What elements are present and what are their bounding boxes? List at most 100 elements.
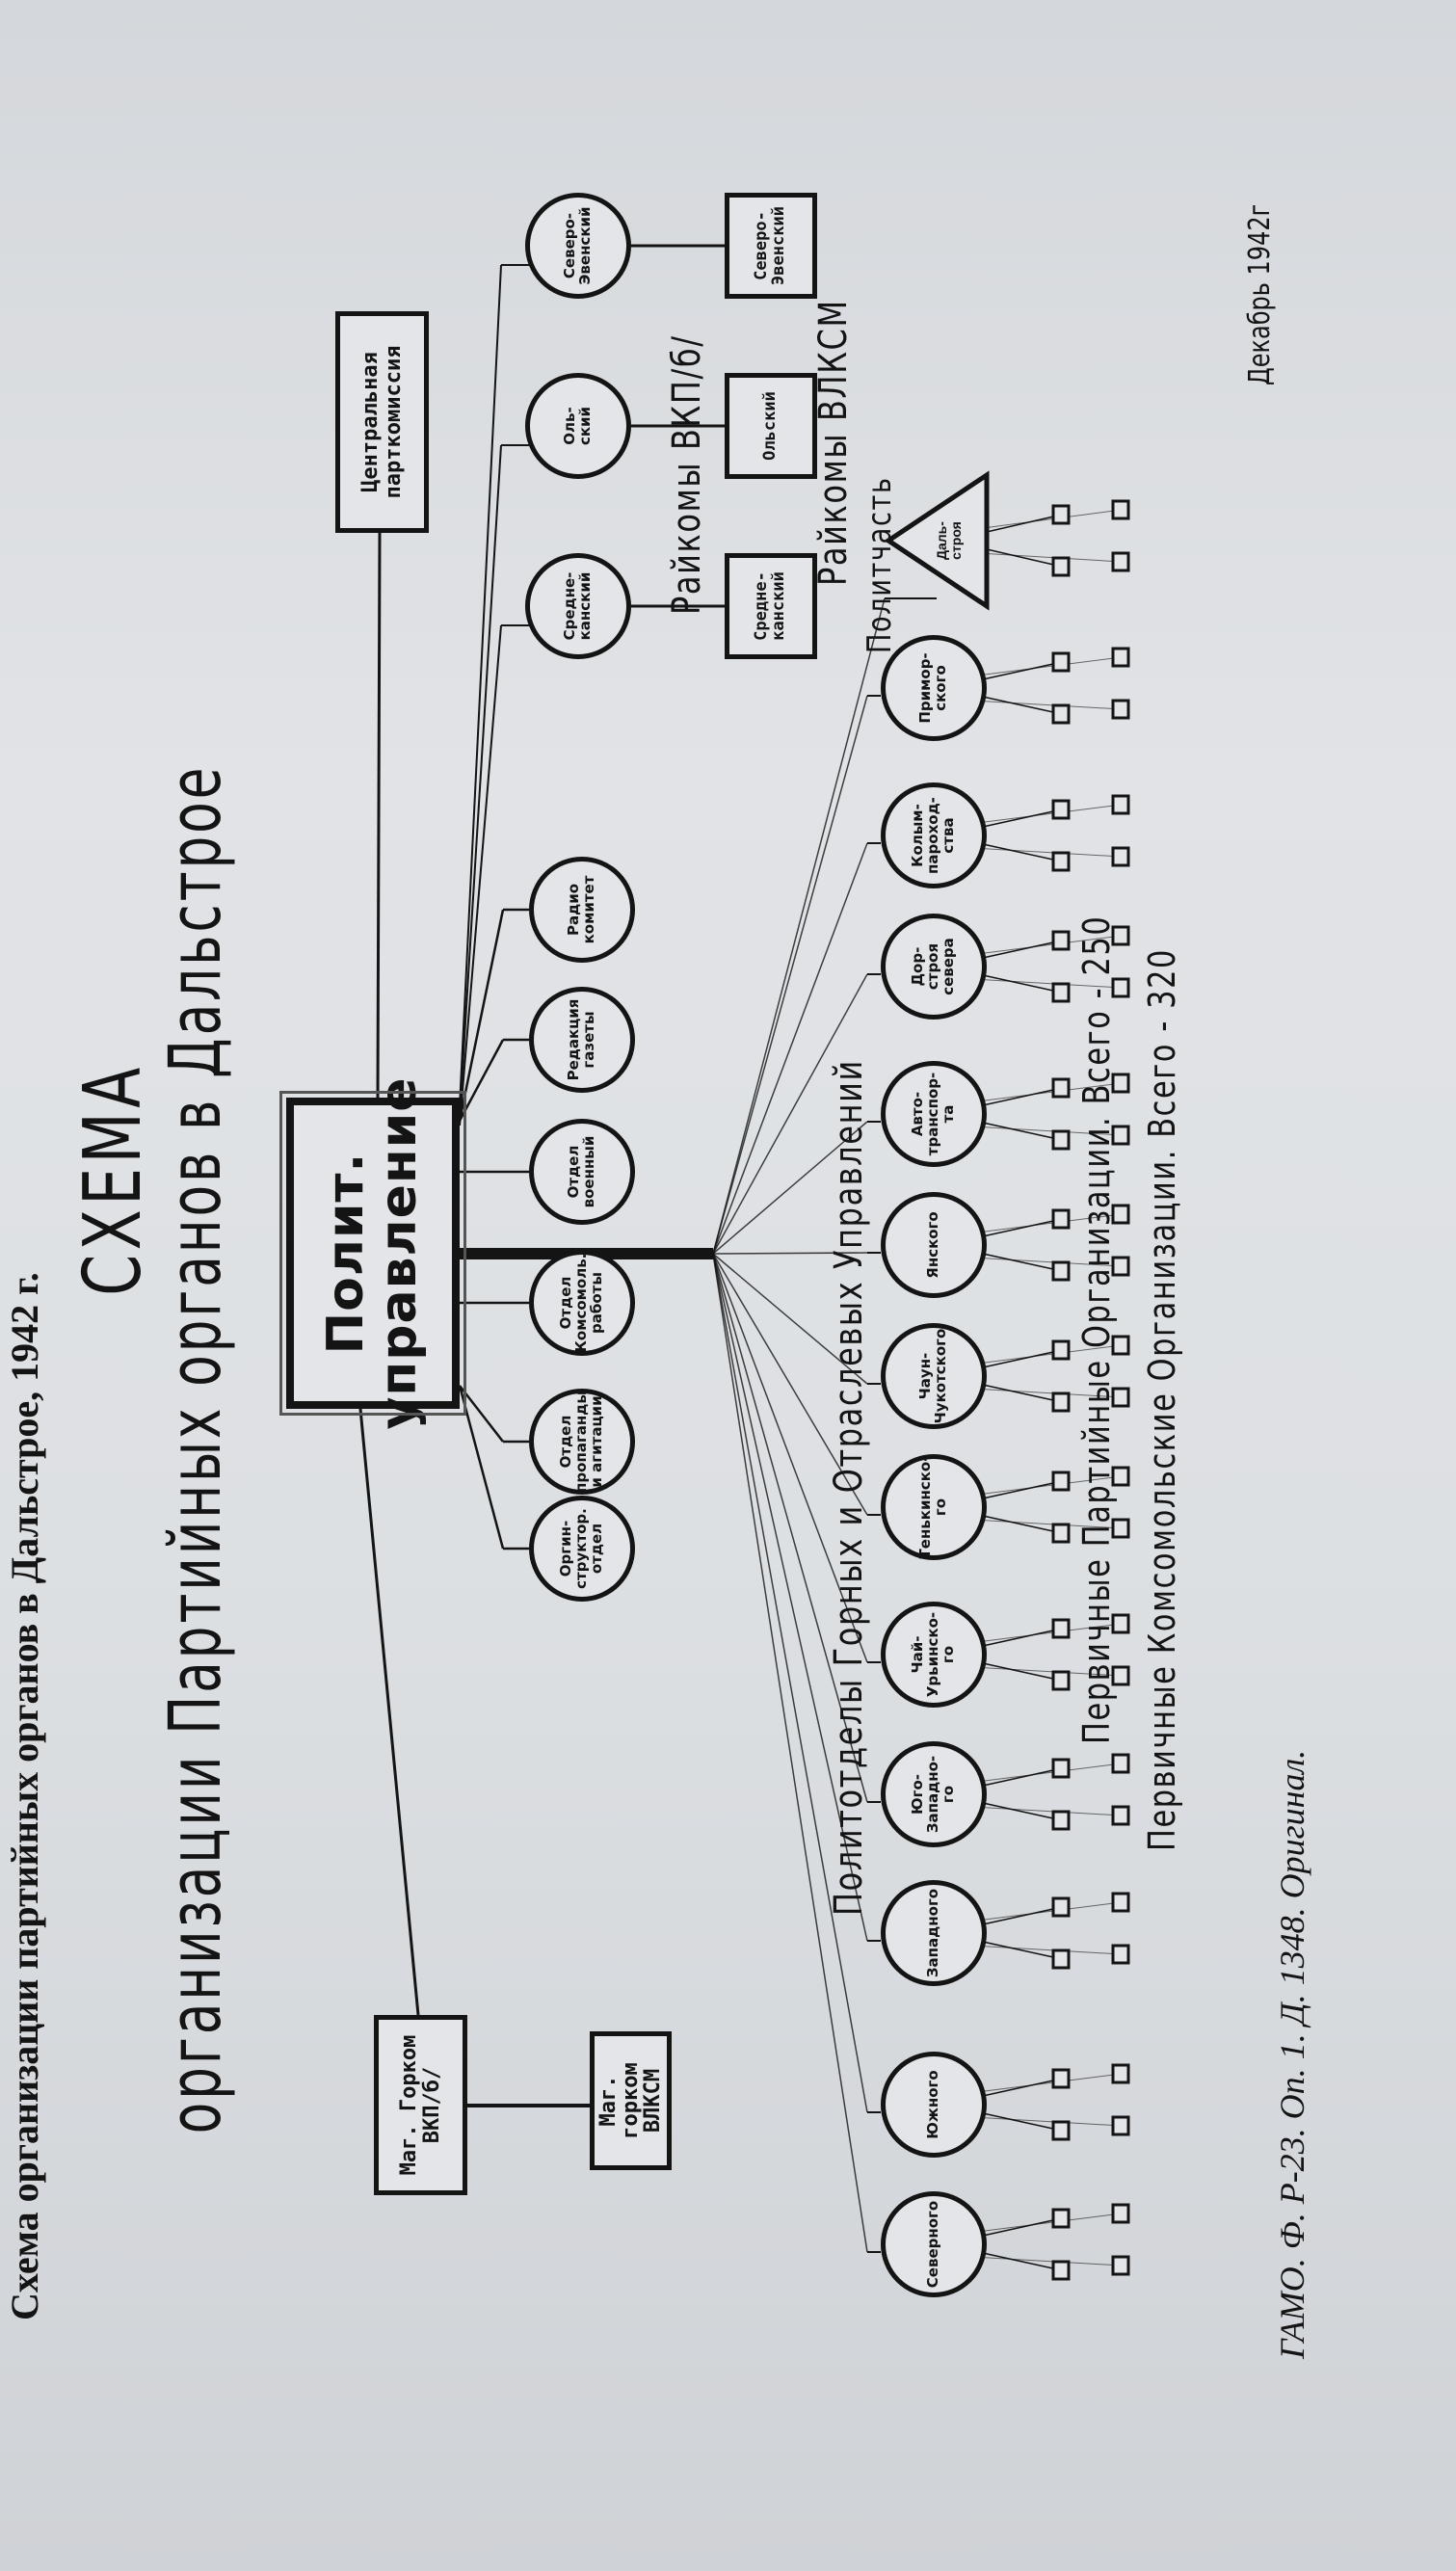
primary-party-org-square (1051, 651, 1071, 673)
central-party-commission-box: Центральная парткомиссия (335, 311, 429, 533)
primary-org-connector (982, 661, 1063, 680)
primary-komsomol-org-square (1111, 647, 1130, 668)
politotdel-node: Колым- пароход- ства (881, 782, 987, 888)
primary-komsomol-org-square (1111, 1256, 1130, 1277)
politotdel-node: Янского (881, 1192, 987, 1298)
primary-org-connector (980, 1082, 1123, 1101)
politotdely-label: Политотделы Горных и Отраслевых Управлен… (827, 1059, 871, 1916)
raikoms-vkpb-label: Райкомы ВКП/б/ (665, 334, 709, 615)
primary-org-connector (980, 1763, 1123, 1782)
hub-connector (712, 1253, 868, 2113)
primary-org-connector (982, 2217, 1063, 2237)
department-node: Радио комитет (529, 857, 635, 963)
raikom-vkpb-node: Средне- канский (525, 553, 631, 659)
primary-party-org-square (1051, 703, 1071, 725)
primary-party-org-square (1051, 1339, 1071, 1361)
department-connector (458, 1039, 505, 1122)
primary-org-connector (982, 2252, 1063, 2271)
polit-directorate-box: Полит. управление (282, 1076, 463, 1430)
primary-komsomol-org-square (1111, 1335, 1130, 1356)
hub-connector (712, 1253, 868, 2253)
primary-org-connector (982, 1767, 1063, 1787)
hub-connector (712, 1121, 868, 1255)
hub-connector (712, 1253, 868, 1516)
primary-org-connector (982, 808, 1063, 828)
primary-komsomol-org-square (1111, 1753, 1130, 1774)
archive-source-note: ГАМО. Ф. Р-23. Оп. 1. Д. 1348. Оригинал. (1273, 1749, 1311, 2359)
primary-party-org-square (1051, 1208, 1071, 1230)
primary-org-connector (980, 804, 1123, 823)
diagram-date: Декабрь 1942г (1243, 203, 1277, 385)
primary-komsomol-org-square (1111, 1204, 1130, 1225)
hub-connector (712, 1253, 868, 1663)
primary-org-connector (980, 848, 1123, 858)
primary-org-connector (980, 701, 1123, 710)
primary-org-connector (980, 2257, 1123, 2266)
primary-party-org-square (1051, 1618, 1071, 1639)
primary-party-org-square (1051, 1471, 1071, 1492)
primary-komsomol-org-square (1111, 2255, 1130, 2276)
primary-komsomol-org-square (1111, 551, 1130, 572)
primary-org-connector (982, 1906, 1063, 1925)
primary-org-connector (982, 974, 1063, 994)
primary-org-connector (980, 1946, 1123, 1955)
primary-party-org-square (1051, 1948, 1071, 1970)
primary-komsomol-orgs-label: Первичные Комсомольские Организации. Все… (1141, 948, 1183, 1851)
primary-org-connector (982, 940, 1063, 959)
primary-org-connector (986, 514, 1063, 533)
department-node: Отдел Комсомоль. работы (529, 1250, 635, 1356)
gorkom-to-polit-line (358, 1408, 420, 2016)
primary-komsomol-org-square (1111, 977, 1130, 998)
primary-org-connector (980, 1389, 1123, 1398)
primary-party-org-square (1051, 1758, 1071, 1779)
primary-org-connector (980, 979, 1123, 989)
hub-connector (712, 1253, 868, 1385)
primary-party-org-square (1051, 1129, 1071, 1151)
raikom-vlksm-node: Северо- Эвенский (725, 193, 817, 299)
primary-komsomol-org-square (1111, 499, 1130, 520)
department-connector (459, 1385, 504, 1443)
primary-org-connector (982, 1253, 1063, 1272)
primary-komsomol-org-square (1111, 1387, 1130, 1408)
primary-party-org-square (1051, 1077, 1071, 1099)
politchast-label: Политчасть (860, 476, 899, 653)
primary-komsomol-org-square (1111, 1125, 1130, 1146)
primary-org-connector (982, 2078, 1063, 2097)
primary-komsomol-org-square (1111, 699, 1130, 720)
primary-org-connector (980, 1344, 1123, 1364)
primary-org-connector (986, 548, 1063, 568)
politotdel-node: Примор- ского (881, 635, 987, 741)
page-caption: Схема организации партийных органов в Да… (3, 1272, 46, 2320)
primary-party-org-square (1051, 930, 1071, 951)
hub-connector (712, 1253, 868, 1942)
politotdel-node: Западного (881, 1880, 987, 1986)
primary-org-connector (982, 1384, 1063, 1403)
hub-connector (712, 973, 868, 1255)
primary-party-org-square (1051, 2260, 1071, 2281)
politotdel-node: Чаун- Чукотского (881, 1323, 987, 1429)
primary-party-org-square (1051, 1810, 1071, 1831)
primary-org-connector (980, 2213, 1123, 2232)
department-connector (458, 1385, 505, 1550)
raikom-vkpb-node: Оль- ский (525, 373, 631, 479)
primary-org-connector (980, 1807, 1123, 1816)
department-connector (458, 909, 505, 1122)
politchast-dalstroy-node: Даль- строя (934, 521, 964, 560)
primary-org-connector (982, 1122, 1063, 1141)
primary-komsomol-org-square (1111, 1518, 1130, 1539)
primary-org-connector (980, 1623, 1123, 1642)
department-node: Оргин- структор. отдел (529, 1496, 635, 1602)
politchast-triangle (884, 470, 990, 611)
primary-komsomol-org-square (1111, 1892, 1130, 1913)
diagram-subtitle: организации Партийных органов в Дальстро… (154, 764, 237, 2134)
primary-org-connector (982, 1480, 1063, 1499)
primary-org-connector (982, 843, 1063, 862)
primary-komsomol-org-square (1111, 1073, 1130, 1094)
raikom-vlksm-node: Ольский (725, 373, 817, 479)
primary-org-connector (982, 1628, 1063, 1647)
primary-org-connector (982, 1941, 1063, 1960)
city-committee-vlksm-box: Маг. горком ВЛКСМ (590, 2031, 672, 2170)
primary-org-connector (982, 1515, 1063, 1534)
primary-org-connector (982, 1349, 1063, 1368)
